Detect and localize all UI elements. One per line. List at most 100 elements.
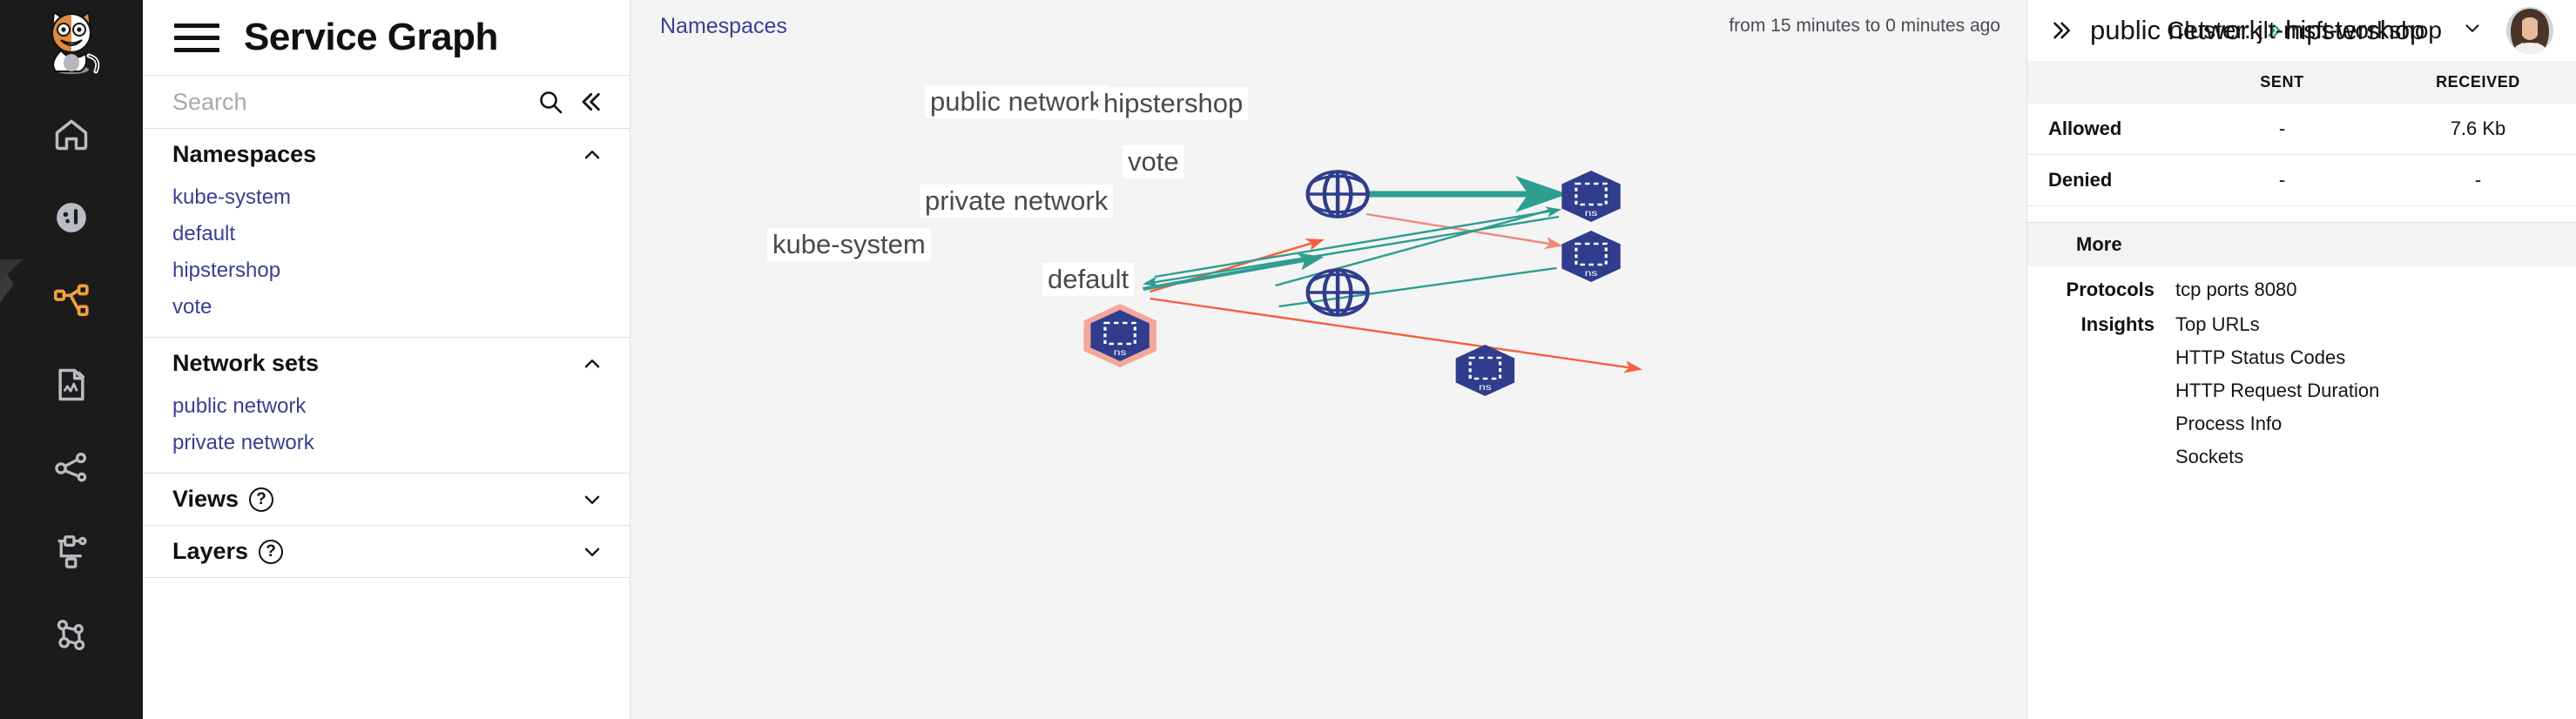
node-hipstershop[interactable] [1560, 169, 1622, 224]
chevron-up-icon [581, 144, 604, 166]
cell-denied-received: - [2380, 154, 2576, 206]
sidebar-item-hipstershop[interactable]: hipstershop [172, 259, 281, 282]
cluster-mesh-icon [52, 616, 91, 655]
sidebar-item-vote[interactable]: vote [172, 295, 212, 319]
chevron-up-icon [581, 353, 604, 375]
rail-item-cluster-mesh[interactable] [0, 594, 143, 677]
row-label-denied: Denied [2027, 154, 2184, 206]
rail-item-hierarchy[interactable] [0, 510, 143, 594]
node-kube-system[interactable] [1083, 303, 1157, 367]
section-title: Views [172, 486, 239, 512]
calico-cat-logo [35, 5, 108, 78]
rail-item-list [0, 92, 143, 677]
node-label-private-network: private network [920, 185, 1114, 218]
left-drawer: Service Graph Namespaces [143, 0, 631, 719]
insights-row: Insights Top URLs HTTP Status Codes HTTP… [2027, 301, 2576, 468]
network-set-list: public network private network [143, 389, 630, 473]
rail-item-home[interactable] [0, 92, 143, 176]
sidebar-section-namespaces: Namespaces kube-system default hipstersh… [143, 129, 630, 338]
insight-top-urls[interactable]: Top URLs [2175, 313, 2260, 335]
logs-document-icon [52, 366, 91, 404]
graph-svg: ns [1083, 169, 1643, 398]
section-header-namespaces[interactable]: Namespaces [143, 129, 630, 180]
section-title: Network sets [172, 350, 320, 376]
chevron-down-icon [2461, 17, 2484, 45]
edge-vote-to-kube-system [1143, 215, 1560, 287]
insight-http-status-codes[interactable]: HTTP Status Codes [2175, 346, 2346, 368]
table-row: Denied - - [2027, 154, 2576, 206]
details-panel: public network hipstershop SENT RECEIVED [2027, 0, 2576, 719]
node-label-default: default [1042, 263, 1135, 296]
help-icon[interactable]: ? [259, 539, 284, 564]
sidebar-section-layers: Layers ? [143, 526, 630, 578]
service-graph-canvas-panel: Namespaces from 15 minutes to 0 minutes … [631, 0, 2027, 719]
rail-item-network-nodes[interactable] [0, 427, 143, 510]
node-label-kube-system: kube-system [767, 228, 931, 261]
section-header-layers[interactable]: Layers ? [143, 526, 630, 577]
node-vote[interactable] [1560, 229, 1622, 284]
section-header-network-sets[interactable]: Network sets [143, 338, 630, 389]
time-range-label: from 15 minutes to 0 minutes ago [1729, 16, 2000, 36]
service-graph-icon [51, 281, 91, 321]
home-icon [52, 115, 91, 153]
section-title: Layers [172, 538, 249, 564]
section-header-views[interactable]: Views ? [143, 474, 630, 525]
more-section-header: More [2027, 222, 2576, 266]
sidebar-item-public-network[interactable]: public network [172, 394, 307, 418]
network-nodes-icon [52, 449, 91, 487]
rail-item-logs[interactable] [0, 343, 143, 427]
edge-kube-system-to-hipstershop [1154, 206, 1562, 279]
protocols-label: Protocols [2066, 279, 2155, 300]
column-header-received: RECEIVED [2380, 61, 2576, 104]
sidebar-section-network-sets: Network sets public network private netw… [143, 338, 630, 474]
double-chevron-right-icon [2264, 21, 2283, 40]
cluster-label: Cluster: jlt-msft-workshop [2167, 17, 2442, 44]
sidebar-item-kube-system[interactable]: kube-system [172, 185, 292, 209]
flow-stats-table: SENT RECEIVED Allowed - 7.6 Kb Denied - … [2027, 61, 2576, 206]
table-header-row: SENT RECEIVED [2027, 61, 2576, 104]
insight-sockets[interactable]: Sockets [2175, 446, 2244, 467]
search-icon[interactable] [530, 82, 570, 122]
node-default[interactable] [1454, 343, 1516, 398]
breadcrumb[interactable]: Namespaces [660, 13, 787, 38]
double-chevron-right-icon[interactable] [2048, 17, 2074, 44]
rail-item-service-graph[interactable] [0, 259, 143, 343]
insights-list: Top URLs HTTP Status Codes HTTP Request … [2175, 313, 2379, 468]
graph-toolbar: Namespaces from 15 minutes to 0 minutes … [631, 0, 2026, 52]
search-input[interactable] [172, 88, 530, 116]
details-header: public network hipstershop [2027, 0, 2576, 61]
node-private-network[interactable] [1308, 270, 1368, 315]
page-title: Service Graph [244, 16, 498, 58]
node-label-hipstershop: hipstershop [1098, 87, 1249, 120]
rail-item-dashboard[interactable] [0, 176, 143, 259]
dashboard-gauge-icon [52, 198, 91, 237]
hamburger-icon[interactable] [174, 20, 219, 55]
help-icon[interactable]: ? [249, 487, 274, 512]
drawer-header: Service Graph [143, 0, 630, 75]
cell-denied-sent: - [2184, 154, 2380, 206]
cluster-selector[interactable]: Cluster: jlt-msft-workshop [2167, 17, 2484, 45]
node-label-vote: vote [1123, 145, 1184, 178]
graph-edges [1142, 176, 1643, 373]
primary-nav-rail [0, 0, 143, 719]
node-public-network[interactable] [1308, 171, 1368, 217]
cell-allowed-received: 7.6 Kb [2380, 104, 2576, 155]
graph-canvas[interactable]: ns [631, 52, 2026, 719]
topbar-right: Cluster: jlt-msft-workshop [2167, 0, 2576, 61]
table-row: Allowed - 7.6 Kb [2027, 104, 2576, 155]
details-source-label: public network [2090, 15, 2263, 45]
insight-http-request-duration[interactable]: HTTP Request Duration [2175, 380, 2380, 401]
double-chevron-left-icon[interactable] [570, 82, 610, 122]
sidebar-item-default[interactable]: default [172, 222, 236, 245]
insight-process-info[interactable]: Process Info [2175, 413, 2283, 434]
sidebar-item-private-network[interactable]: private network [172, 431, 314, 454]
edge-kube-system-to-default [1150, 297, 1643, 373]
column-header-sent: SENT [2184, 61, 2380, 104]
insights-label: Insights [2080, 313, 2155, 335]
edge-kube-system-to-private-network [1142, 252, 1325, 291]
search-row [143, 75, 630, 129]
node-label-public-network: public network [925, 85, 1109, 118]
namespace-list: kube-system default hipstershop vote [143, 180, 630, 337]
protocols-value: tcp ports 8080 [2175, 279, 2297, 300]
avatar[interactable] [2506, 7, 2553, 54]
